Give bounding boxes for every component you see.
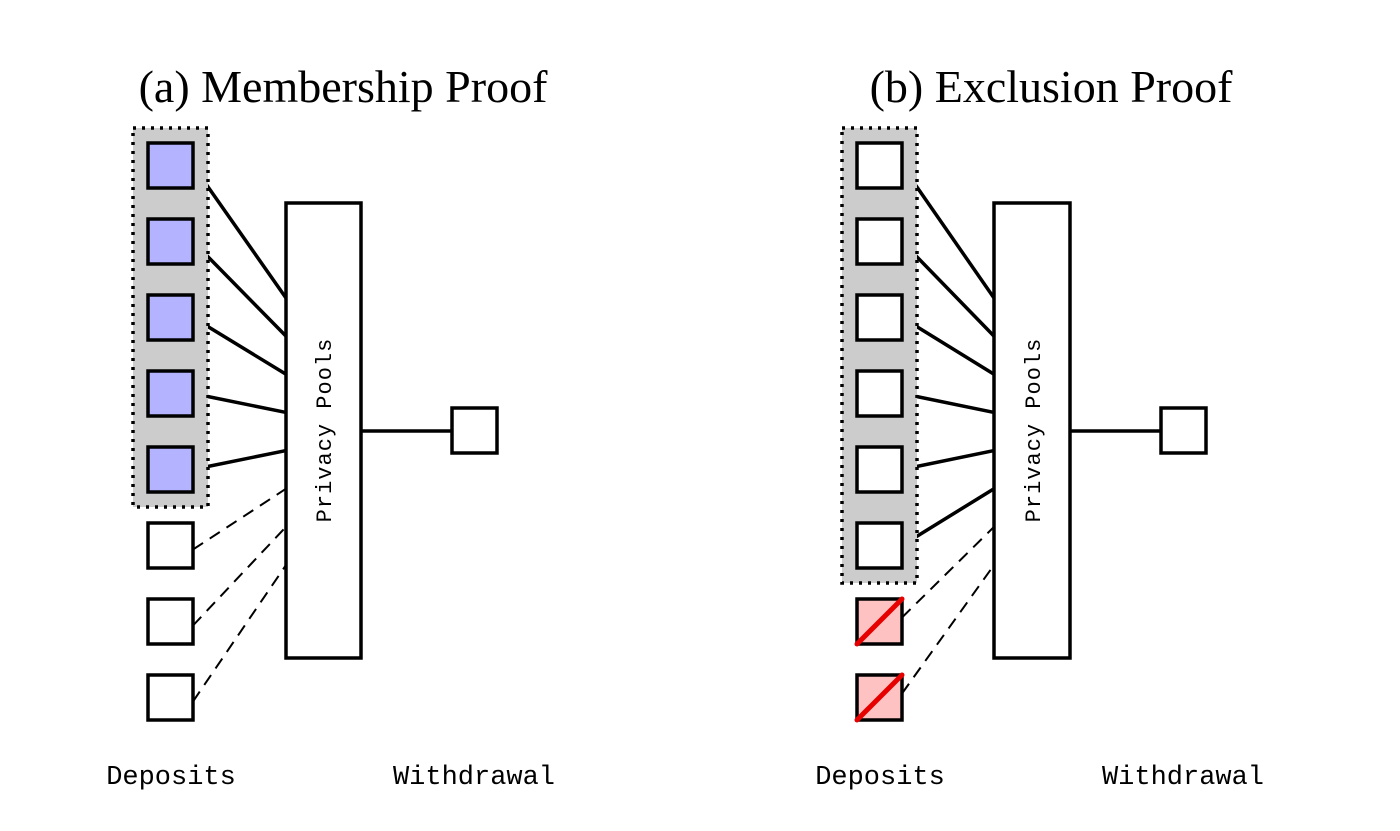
membership-proof-panel: (a) Membership Proof Privacy Pools Depos… <box>106 61 555 793</box>
deposit-box <box>855 369 904 418</box>
deposits-column <box>146 141 195 722</box>
deposits-label: Deposits <box>106 763 236 793</box>
exclusion-strike-icon <box>854 672 905 723</box>
highlighted-set-background <box>840 126 919 585</box>
privacy-pool-label: Privacy Pools <box>1022 338 1047 523</box>
deposit-links <box>900 164 996 695</box>
highlighted-deposit-set <box>840 126 919 585</box>
included-deposit-box <box>146 445 195 494</box>
deposit-link <box>191 164 288 300</box>
deposit-box <box>855 141 904 190</box>
included-deposit-box <box>146 293 195 342</box>
deposit-link <box>191 240 288 338</box>
deposit-link <box>900 240 996 338</box>
withdrawal-label: Withdrawal <box>1102 763 1264 793</box>
deposit-link <box>192 448 287 472</box>
deposit-link <box>901 487 995 547</box>
deposit-link <box>901 526 995 619</box>
deposit-link <box>901 564 995 695</box>
privacy-pool-box <box>992 201 1072 660</box>
deposit-link <box>901 448 995 472</box>
deposit-box <box>855 445 904 494</box>
deposit-box <box>146 673 195 722</box>
deposit-box <box>146 597 195 646</box>
included-deposit-box <box>146 217 195 266</box>
deposit-link <box>192 316 287 376</box>
privacy-pool-box <box>284 201 363 660</box>
deposit-box <box>855 521 904 570</box>
panel-title: (b) Exclusion Proof <box>870 61 1234 112</box>
deposits-column <box>854 141 905 723</box>
panel-title: (a) Membership Proof <box>139 61 548 112</box>
exclusion-strike-icon <box>854 596 905 647</box>
deposit-link <box>192 564 287 703</box>
withdrawal-label: Withdrawal <box>393 763 555 793</box>
deposit-link <box>192 526 287 627</box>
deposit-box <box>855 217 904 266</box>
included-deposit-box <box>146 141 195 190</box>
deposit-box <box>146 521 195 570</box>
included-deposit-box <box>146 369 195 418</box>
deposit-link <box>900 164 996 299</box>
privacy-pool-label: Privacy Pools <box>313 338 338 523</box>
deposits-label: Deposits <box>815 763 945 793</box>
deposit-link <box>901 316 995 376</box>
withdrawal-box <box>450 406 499 455</box>
exclusion-proof-panel: (b) Exclusion Proof Privacy Pools Deposi… <box>815 61 1264 793</box>
deposit-box <box>855 293 904 342</box>
withdrawal-box <box>1159 406 1208 455</box>
